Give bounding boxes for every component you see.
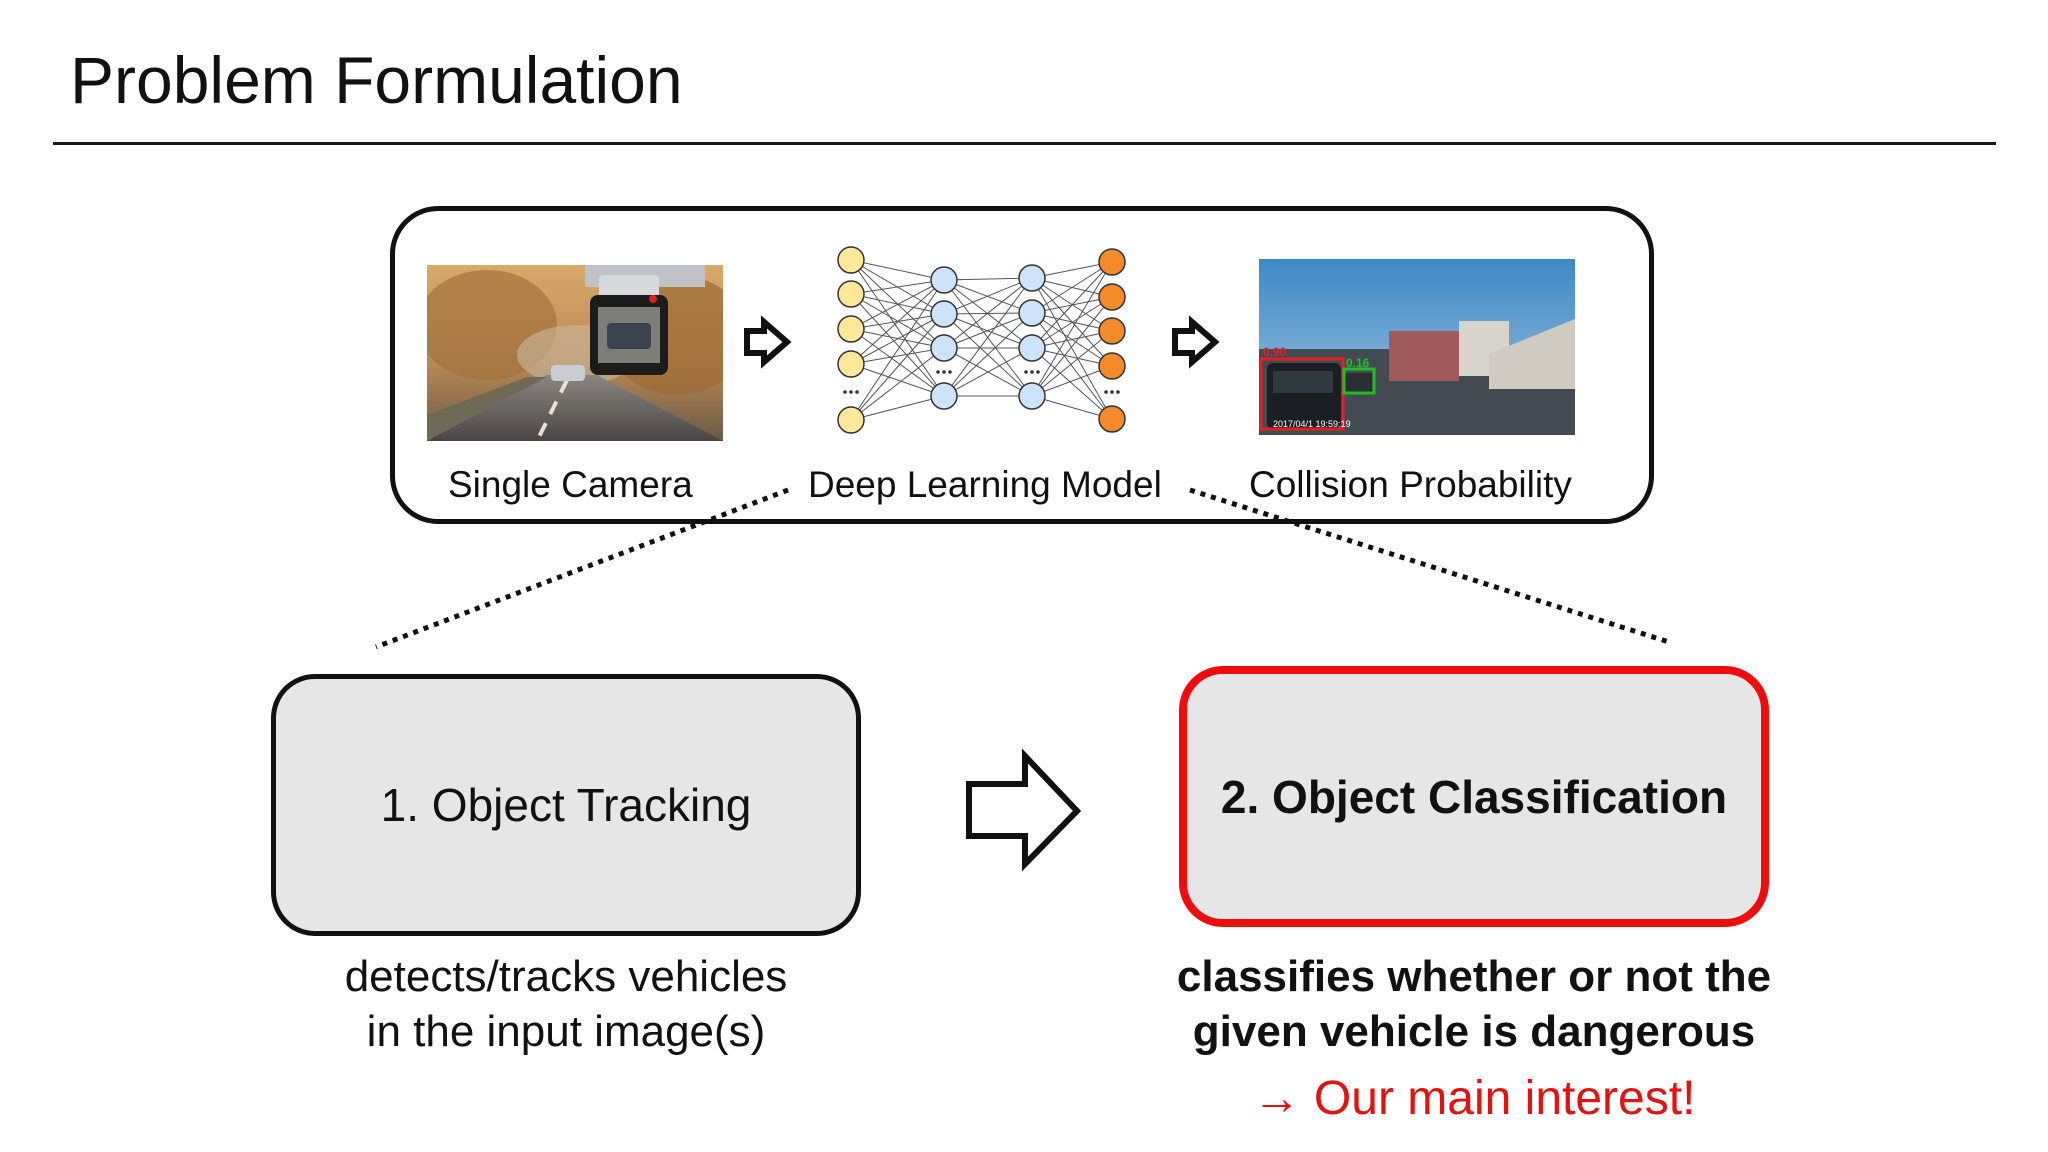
tracking-desc-line1: detects/tracks vehicles [344, 952, 788, 1001]
nn-edge [1031, 296, 1113, 349]
score-red-label: 0.90 [1263, 345, 1287, 359]
nn-edge [1031, 261, 1113, 314]
nn-edge [1031, 347, 1113, 420]
nn-node [930, 300, 958, 328]
pipeline-arrow-2 [1172, 315, 1220, 369]
nn-edge [943, 277, 1033, 349]
stage-label-model: Deep Learning Model [808, 464, 1162, 505]
nn-ellipsis-dot [1030, 370, 1034, 374]
nn-edge [850, 279, 945, 421]
classification-desc-line1: classifies whether or not the [1176, 952, 1772, 1001]
nn-edge [943, 312, 1033, 397]
object-tracking-description: detects/tracks vehicles in the input ima… [266, 949, 866, 1059]
nn-node [837, 406, 865, 434]
slide-title: Problem Formulation [70, 43, 683, 117]
nn-edge [943, 347, 1033, 397]
nn-edge [1031, 261, 1113, 349]
classification-desc-line2: given vehicle is dangerous [1192, 1007, 1756, 1056]
object-tracking-card: 1. Object Tracking [271, 674, 861, 936]
nn-node [837, 350, 865, 378]
nn-edge [943, 277, 1033, 315]
nn-edge [850, 328, 945, 397]
nn-edge [943, 279, 1033, 397]
nn-node [837, 280, 865, 308]
nn-node [930, 266, 958, 294]
dotted-connector-left [375, 487, 789, 650]
nn-edge [850, 395, 945, 421]
nn-node [837, 246, 865, 274]
object-tracking-label: 1. Object Tracking [380, 779, 752, 831]
nn-edge [850, 347, 945, 421]
nn-node [1018, 264, 1046, 292]
nn-node [1098, 405, 1126, 433]
nn-node [1098, 283, 1126, 311]
nn-ellipsis-dot [1104, 390, 1108, 394]
nn-ellipsis-dot [948, 370, 952, 374]
neural-network-diagram [837, 246, 1126, 434]
nn-edge [943, 277, 1033, 397]
nn-edge [850, 313, 945, 365]
main-interest-note: → Our main interest! [1252, 1072, 1696, 1125]
nn-edge [943, 277, 1033, 281]
stage-label-camera: Single Camera [448, 464, 693, 505]
tracking-desc-line2: in the input image(s) [366, 1007, 766, 1056]
timestamp-label: 2017/04/1 19:59:19 [1273, 419, 1351, 429]
object-classification-card: 2. Object Classification [1179, 666, 1769, 927]
nn-ellipsis-dot [855, 390, 859, 394]
nn-edge [850, 259, 945, 281]
nn-edge [1031, 330, 1113, 397]
nn-edge [943, 312, 1033, 349]
nn-ellipsis-dot [1036, 370, 1040, 374]
nn-edge [850, 293, 945, 397]
nn-node [1018, 382, 1046, 410]
nn-ellipsis-dot [843, 390, 847, 394]
title-divider [53, 142, 1996, 145]
object-classification-label: 2. Object Classification [1220, 770, 1728, 823]
nn-ellipsis-dot [1110, 390, 1114, 394]
nn-edge [850, 259, 945, 397]
nn-node [930, 382, 958, 410]
nn-edge [1031, 395, 1113, 420]
nn-ellipsis-dot [1024, 370, 1028, 374]
detection-screenshot: 0.90 0.16 2017/04/1 19:59:19 [1259, 259, 1575, 435]
dashcam-photo [427, 265, 723, 441]
nn-edge [1031, 261, 1113, 397]
nn-edge [850, 363, 945, 397]
nn-node [1098, 352, 1126, 380]
nn-ellipsis-dot [1116, 390, 1120, 394]
nn-edge [850, 279, 945, 295]
object-classification-description: classifies whether or not the given vehi… [1154, 949, 1794, 1059]
nn-ellipsis-dot [936, 370, 940, 374]
nn-node [1018, 299, 1046, 327]
nn-ellipsis-dot [942, 370, 946, 374]
score-green-label: 0.16 [1346, 356, 1370, 370]
pipeline-arrow-1 [744, 315, 792, 369]
nn-edge [1031, 365, 1113, 397]
nn-node [1098, 317, 1126, 345]
nn-node [1098, 248, 1126, 276]
nn-ellipsis-dot [849, 390, 853, 394]
nn-node [1018, 334, 1046, 362]
flow-arrow [966, 748, 1082, 872]
nn-node [837, 315, 865, 343]
nn-edge [1031, 312, 1113, 420]
nn-edge [1031, 296, 1113, 397]
nn-edge [850, 347, 945, 365]
nn-node [930, 334, 958, 362]
stage-label-probability: Collision Probability [1249, 464, 1572, 505]
dotted-connector-right [1189, 487, 1673, 646]
nn-edge [1031, 277, 1113, 420]
nn-edge [850, 313, 945, 421]
nn-edge [850, 279, 945, 365]
nn-edge [850, 279, 945, 330]
